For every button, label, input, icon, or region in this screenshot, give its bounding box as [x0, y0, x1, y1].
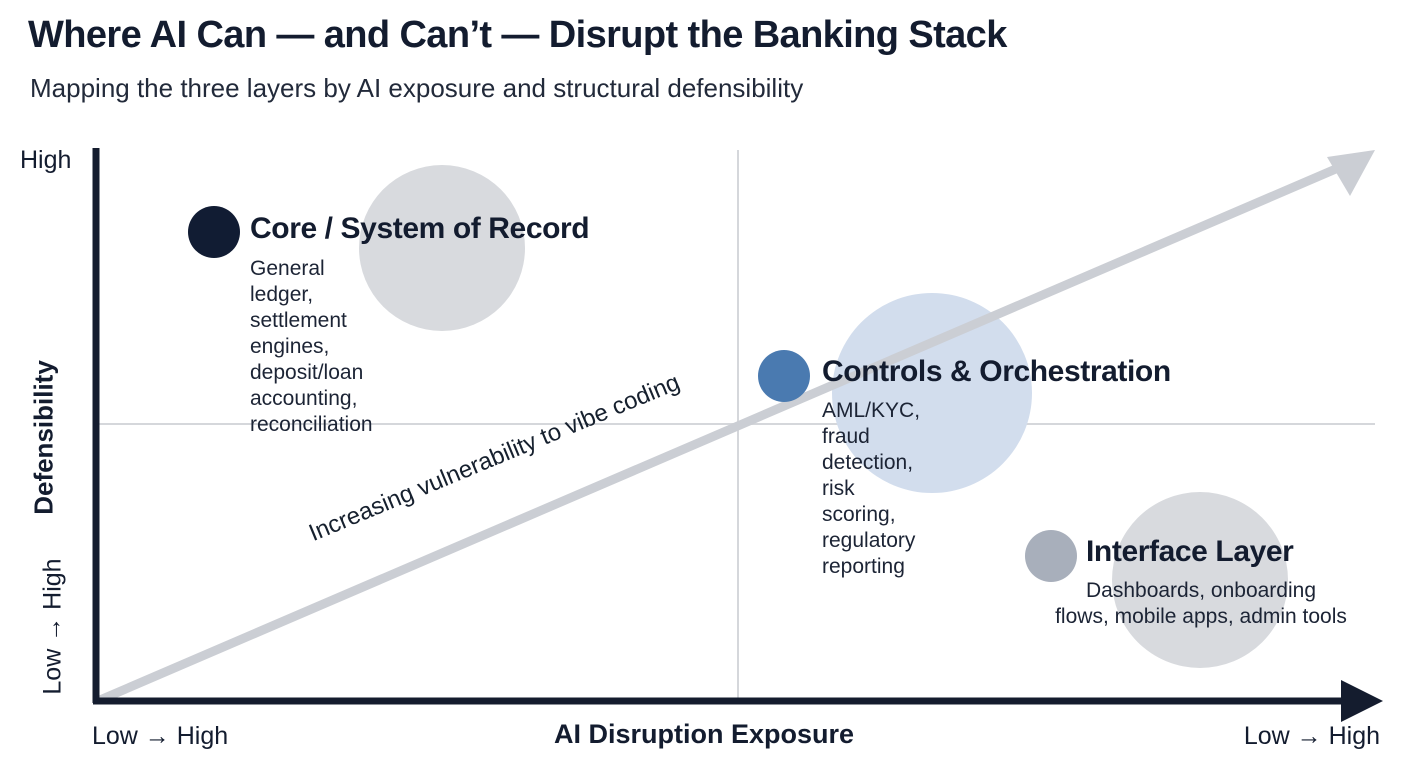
data-point-label-core: Core / System of Record — [250, 212, 590, 245]
bubble-controls-orchestration — [832, 293, 1032, 493]
x-axis-title: AI Disruption Exposure — [553, 719, 855, 749]
data-point-description-interface: Dashboards, onboarding flows, mobile app… — [1055, 579, 1347, 628]
bubble-interface-layer — [1112, 492, 1288, 668]
marker-dot-core — [188, 206, 240, 258]
marker-dot-interface — [1025, 530, 1077, 582]
diagonal-trend-arrowhead — [1327, 150, 1375, 196]
data-point-label-interface: Interface Layer — [1086, 535, 1294, 568]
diagonal-trend-arrow-line — [95, 157, 1357, 705]
data-point-description-core: General ledger, settlement engines, depo… — [250, 257, 373, 436]
x-axis-range-label-left: Low → High — [92, 722, 229, 750]
y-axis-title: Defensibility — [28, 360, 59, 515]
y-axis-range-label: Low → High — [38, 558, 67, 695]
x-axis-range-label-right: Low → High — [1243, 722, 1380, 750]
page-subtitle: Mapping the three layers by AI exposure … — [30, 73, 804, 103]
data-point-description-controls: AML/KYC, fraud detection, risk scoring, … — [822, 399, 921, 578]
x-axis-arrowhead — [1341, 680, 1383, 722]
y-axis-top-label: High — [20, 146, 72, 174]
marker-dot-controls — [758, 350, 810, 402]
page-title: Where AI Can — and Can’t — Disrupt the B… — [28, 14, 1007, 56]
data-point-label-controls: Controls & Orchestration — [822, 355, 1171, 388]
bubble-core-system-of-record — [359, 165, 525, 331]
